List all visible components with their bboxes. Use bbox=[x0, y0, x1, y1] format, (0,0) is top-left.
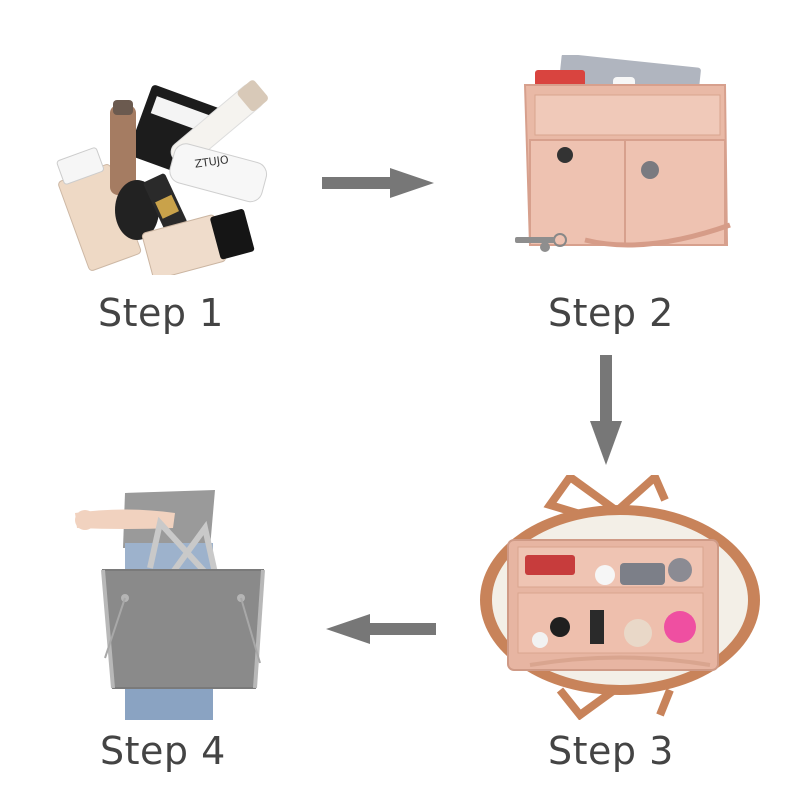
step-2-organizer-image bbox=[515, 55, 731, 252]
step-1-cosmetics-image: ZTUJO bbox=[56, 80, 268, 275]
arrow-down-icon bbox=[590, 355, 622, 465]
arrow-right-icon bbox=[322, 168, 434, 198]
step-4-person-with-tote-image bbox=[75, 490, 265, 720]
step-1-label: Step 1 bbox=[98, 291, 224, 335]
step-4-label: Step 4 bbox=[100, 729, 226, 773]
step-3-tote-with-organizer-image bbox=[480, 475, 760, 720]
step-3-label: Step 3 bbox=[548, 729, 674, 773]
arrow-left-icon bbox=[326, 614, 436, 644]
step-2-label: Step 2 bbox=[548, 291, 674, 335]
product-brand-text: ZTUJO bbox=[194, 153, 230, 171]
